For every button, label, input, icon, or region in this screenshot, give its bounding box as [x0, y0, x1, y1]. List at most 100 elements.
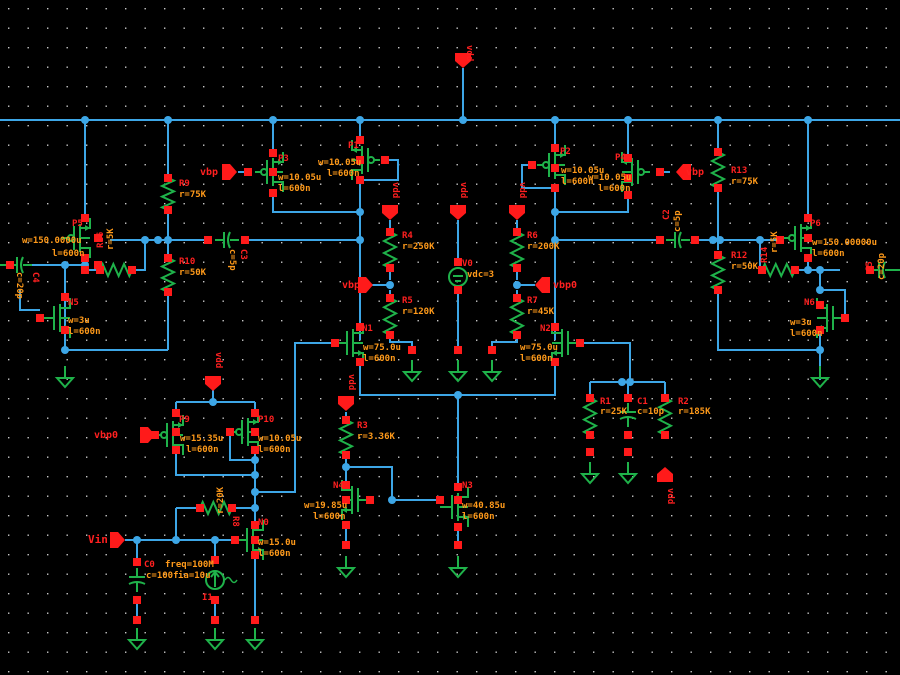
grid-dot [378, 27, 380, 29]
grid-dot [8, 105, 10, 107]
grid-dot [515, 203, 517, 205]
grid-dot [27, 183, 29, 185]
port-vdd-r2[interactable] [657, 467, 673, 482]
capacitor-c2[interactable] [666, 231, 690, 249]
grid-dot [593, 27, 595, 29]
grid-dot [710, 651, 712, 653]
grid-dot [593, 203, 595, 205]
grid-dot [339, 281, 341, 283]
resistor-r1[interactable] [581, 397, 599, 436]
i1-source-symbol[interactable] [205, 570, 238, 590]
mosfet-n4[interactable] [341, 480, 370, 520]
grid-dot [8, 456, 10, 458]
junction-dot [133, 536, 141, 544]
arrow [463, 514, 468, 520]
grid-dot [866, 339, 868, 341]
port-vbp0-mid[interactable] [535, 277, 550, 293]
grid-dot [242, 554, 244, 556]
port-vdd-r6[interactable] [509, 205, 525, 220]
grid-dot [710, 105, 712, 107]
grid-dot [866, 320, 868, 322]
resistor-r2[interactable] [656, 397, 674, 436]
grid-dot [378, 612, 380, 614]
grid-dot [359, 47, 361, 49]
grid-dot [749, 27, 751, 29]
grid-dot [885, 105, 887, 107]
port-vdd-r4[interactable] [382, 205, 398, 220]
grid-dot [534, 300, 536, 302]
grid-dot [651, 495, 653, 497]
grid-dot [866, 359, 868, 361]
grid-dot [885, 417, 887, 419]
grid-dot [164, 281, 166, 283]
grid-dot [827, 495, 829, 497]
mosfet-n1[interactable] [335, 323, 364, 363]
grid-dot [788, 86, 790, 88]
junction-dot [626, 378, 634, 386]
junction-dot [251, 504, 259, 512]
capacitor-c1[interactable] [619, 403, 637, 427]
grid-dot [27, 437, 29, 439]
grid-dot [27, 554, 29, 556]
grid-dot [183, 534, 185, 536]
port-vdd-v0[interactable] [450, 205, 466, 220]
pin-square [269, 149, 277, 157]
grid-dot [651, 378, 653, 380]
mosfet-p5[interactable] [62, 218, 91, 258]
grid-dot [47, 242, 49, 244]
grid-dot [47, 320, 49, 322]
grid-dot [612, 242, 614, 244]
grid-dot [710, 417, 712, 419]
grid-dot [339, 534, 341, 536]
resistor-r5[interactable] [381, 297, 399, 336]
grid-dot [690, 378, 692, 380]
grid-dot [222, 300, 224, 302]
grid-dot [27, 515, 29, 517]
ground-r5 [401, 360, 423, 383]
mosfet-p6[interactable] [783, 218, 812, 258]
grid-dot [729, 203, 731, 205]
grid-dot [203, 261, 205, 263]
grid-dot [47, 125, 49, 127]
grid-dot [632, 144, 634, 146]
grid-dot [827, 281, 829, 283]
grid-dot [632, 612, 634, 614]
pin-square [661, 431, 669, 439]
grid-dot [710, 495, 712, 497]
grid-dot [164, 8, 166, 10]
resistor-r7[interactable] [508, 297, 526, 336]
grid-dot [222, 456, 224, 458]
grid-dot [515, 359, 517, 361]
grid-dot [281, 105, 283, 107]
port-vbp-left[interactable] [222, 164, 237, 180]
pin-square [513, 264, 521, 272]
capacitor-c3[interactable] [215, 231, 239, 249]
grid-dot [476, 320, 478, 322]
grid-dot [378, 183, 380, 185]
mosfet-n2[interactable] [551, 323, 580, 363]
grid-dot [710, 573, 712, 575]
grid-dot [300, 203, 302, 205]
mosfet-n3[interactable] [440, 487, 469, 527]
port-vdd-p9[interactable] [205, 376, 221, 391]
grid-dot [476, 125, 478, 127]
capacitor-c5[interactable] [870, 261, 894, 279]
grid-dot [476, 66, 478, 68]
pin-square [96, 266, 104, 274]
grid-dot [359, 612, 361, 614]
port-vdd-top[interactable] [455, 53, 471, 68]
port-vin[interactable] [110, 532, 125, 548]
port-vbp-right[interactable] [676, 164, 691, 180]
grid-dot [866, 222, 868, 224]
junction-dot [209, 398, 217, 406]
grid-dot [788, 66, 790, 68]
port-vdd-r3[interactable] [338, 396, 354, 411]
ground-n6 [809, 366, 831, 389]
capacitor-c0[interactable] [128, 568, 146, 592]
grid-dot [339, 203, 341, 205]
grid-dot [476, 242, 478, 244]
port-vbp-mid[interactable] [358, 277, 373, 293]
grid-dot [593, 86, 595, 88]
grid-dot [593, 417, 595, 419]
